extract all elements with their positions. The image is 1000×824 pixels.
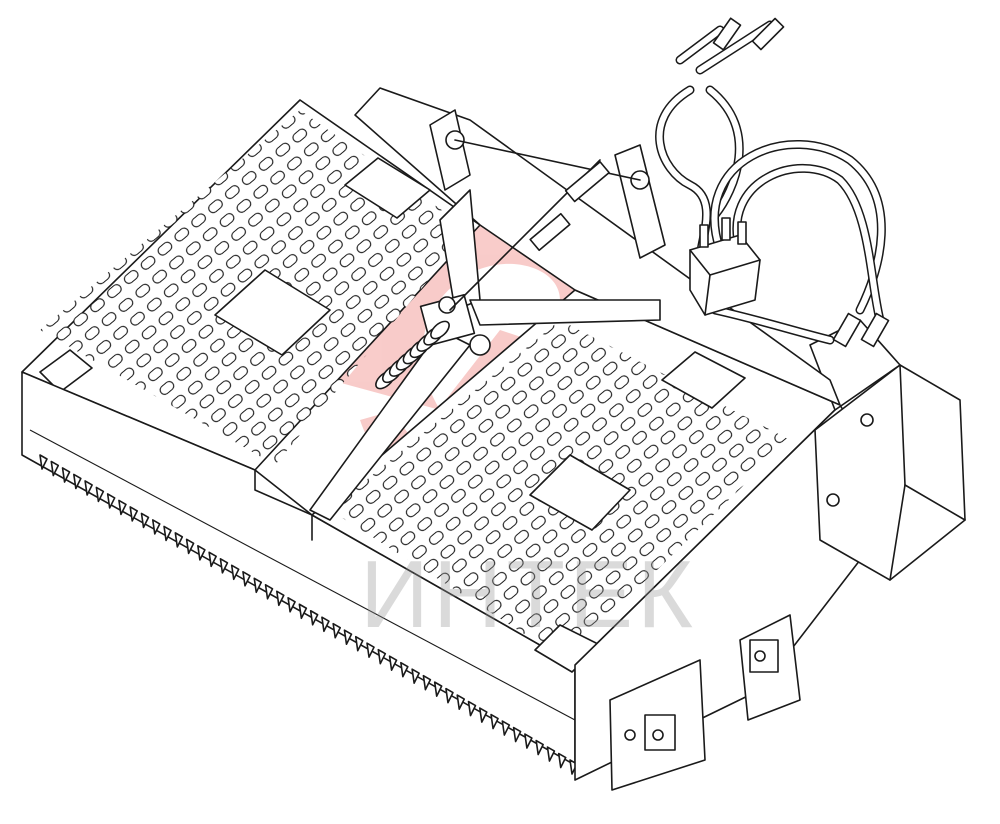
flail-tooth (467, 700, 477, 717)
flail-tooth (140, 512, 150, 529)
flail-tooth (253, 577, 263, 594)
quick-coupler (712, 17, 742, 51)
flail-tooth (95, 486, 105, 503)
housing-right-side (574, 404, 861, 791)
flail-tooth (287, 596, 296, 613)
hitch-upright-right (614, 144, 666, 259)
flail-tooth (422, 674, 432, 691)
flail-tooth (546, 746, 556, 762)
bolt (624, 729, 636, 741)
flail-tooth (174, 532, 184, 548)
top-link-turnbuckle (529, 212, 571, 252)
quick-coupler (751, 17, 785, 51)
flail-tooth (411, 668, 420, 684)
flail-tooth (332, 622, 341, 639)
flail-tooth (230, 564, 240, 581)
housing-front-face (21, 371, 576, 766)
hose-fitting (737, 221, 747, 245)
flail-tooth (61, 467, 71, 483)
flail-tooth (129, 506, 139, 522)
flail-tooth (400, 661, 409, 678)
hydraulic-quick-couplers (712, 17, 890, 348)
flail-tooth (84, 480, 93, 496)
flail-tooth (163, 525, 172, 542)
flail-tooth (185, 538, 195, 555)
flail-tooth (264, 583, 274, 600)
flail-tooth (343, 629, 353, 646)
flail-tooth (388, 655, 398, 671)
flail-tooth (524, 733, 533, 749)
flail-teeth-row (39, 454, 578, 775)
flail-tooth (118, 499, 127, 516)
flail-tooth (309, 609, 319, 626)
deck-inspection-plate (214, 269, 331, 356)
hose-fitting (699, 224, 709, 248)
flail-tooth (298, 603, 308, 620)
flail-tooth (106, 493, 116, 509)
spring-coil (430, 320, 450, 340)
flail-tooth (366, 642, 375, 658)
flail-tooth (50, 460, 60, 477)
flail-tooth (456, 694, 466, 710)
deck-inspection-plate (661, 351, 746, 409)
hydraulic-hoses (655, 20, 886, 345)
flail-tooth (219, 558, 229, 574)
tension-spring (375, 320, 450, 390)
hose-fitting (721, 217, 731, 241)
quick-coupler (860, 312, 890, 348)
flail-tooth (276, 590, 285, 607)
deck-inspection-plate (344, 157, 431, 219)
flail-tooth (433, 681, 443, 697)
bolt (826, 493, 840, 507)
flail-tooth (242, 571, 251, 587)
bolt (652, 729, 664, 741)
flail-tooth (512, 726, 522, 743)
flail-tooth (151, 519, 161, 535)
flail-tooth (208, 551, 217, 568)
hitch-upright-left (429, 109, 471, 191)
hydraulic-valve-block (689, 217, 761, 316)
flail-tooth (535, 739, 544, 756)
quick-coupler (832, 312, 862, 348)
flail-tooth (377, 648, 387, 665)
three-point-hitch-frame (354, 87, 841, 406)
flail-tooth (478, 707, 488, 723)
belt-guard-cover (809, 319, 966, 581)
pivot-bolt (438, 296, 456, 314)
flail-tooth (557, 752, 567, 769)
flail-tooth (39, 454, 48, 470)
flail-tooth (501, 720, 511, 736)
flail-tooth (445, 687, 454, 704)
flail-tooth (354, 635, 364, 652)
flail-tooth (197, 545, 206, 561)
bolt (860, 413, 874, 427)
linkage-arm (469, 299, 661, 326)
flail-tooth (490, 713, 499, 730)
deck-inspection-plate (529, 454, 631, 531)
flail-tooth (73, 473, 82, 490)
pivot-bolt (469, 334, 491, 356)
top-link-turnbuckle (564, 161, 610, 203)
bolt (754, 650, 766, 662)
flail-tooth (321, 616, 330, 633)
a-frame-linkage (309, 159, 661, 521)
